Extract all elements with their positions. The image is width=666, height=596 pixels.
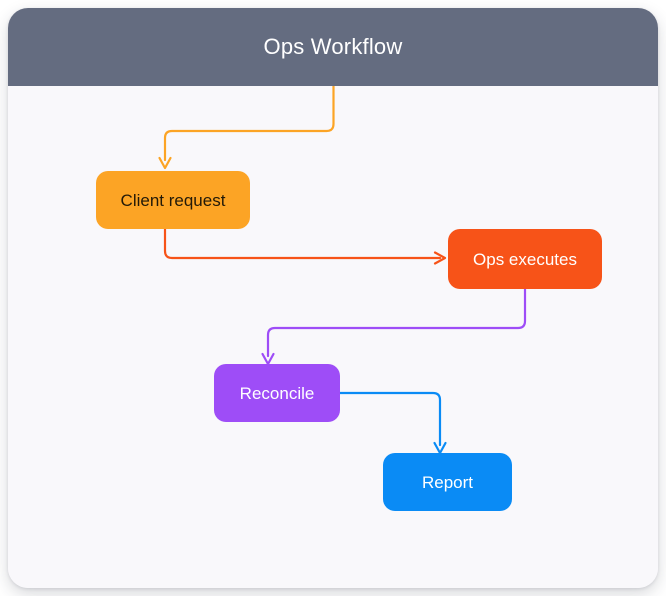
- node-reconcile-label: Reconcile: [239, 383, 315, 403]
- edge-layer: [158, 86, 527, 455]
- node-report[interactable]: Report: [383, 453, 512, 511]
- page-title: Ops Workflow: [263, 34, 403, 59]
- node-reconcile[interactable]: Reconcile: [214, 364, 340, 422]
- node-client-request[interactable]: Client request: [96, 171, 250, 229]
- diagram-surface: Client request Ops executes Reconcile Re…: [8, 86, 658, 588]
- node-ops-executes[interactable]: Ops executes: [448, 229, 602, 289]
- node-ops-executes-label: Ops executes: [473, 249, 577, 269]
- edge-entry-to-client-request: [158, 86, 335, 170]
- card-header: Ops Workflow: [8, 8, 658, 86]
- workflow-card: Ops Workflow: [8, 8, 658, 588]
- edge-client-request-to-ops-executes: [163, 227, 447, 265]
- edge-reconcile-to-report: [338, 391, 447, 455]
- edge-ops-executes-to-reconcile: [261, 287, 527, 366]
- node-report-label: Report: [421, 472, 474, 492]
- node-client-request-label: Client request: [120, 190, 226, 210]
